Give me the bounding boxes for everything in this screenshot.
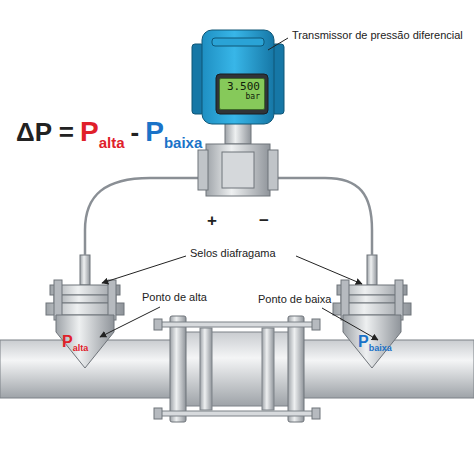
capillary-high (85, 178, 204, 255)
seal-subscript: baixa (369, 344, 392, 353)
formula-term: P (80, 118, 99, 146)
seal-pressure: P (62, 334, 73, 350)
diaphragm-seal-high (46, 255, 124, 368)
port-sign: + (207, 212, 217, 229)
formula-subscript: baixa (164, 135, 202, 150)
seal-subscript: alta (73, 344, 89, 353)
callout-label: Transmissor de pressão diferencial (292, 30, 463, 41)
seal-low-label: Pbaixa (358, 334, 392, 350)
seal-high-label: Palta (62, 334, 88, 350)
formula-term: - (131, 119, 146, 145)
display-unit: bar (224, 93, 260, 102)
seal-pressure: P (358, 334, 369, 350)
diaphragm-seal-low (333, 255, 411, 368)
formula: ΔP =Palta-Pbaixa (16, 118, 202, 146)
callout-label: Ponto de baixa (258, 294, 331, 305)
lcd-display: 3.500bar (219, 78, 265, 110)
formula-term: ΔP = (16, 119, 80, 145)
leader-line (322, 308, 378, 340)
leader-line (100, 307, 160, 337)
capillary-low (272, 178, 372, 255)
leader-line (102, 256, 186, 283)
callout-label: Ponto de alta (142, 292, 207, 303)
formula-subscript: alta (99, 135, 131, 150)
leader-line (296, 256, 362, 284)
leader-line (268, 38, 288, 50)
port-sign: − (259, 212, 269, 229)
display-value: 3.500 (224, 81, 260, 93)
dp-transmitter (192, 30, 284, 196)
formula-term: P (145, 118, 164, 146)
flow-element (154, 316, 320, 422)
callout-label: Selos diafragama (190, 248, 276, 259)
